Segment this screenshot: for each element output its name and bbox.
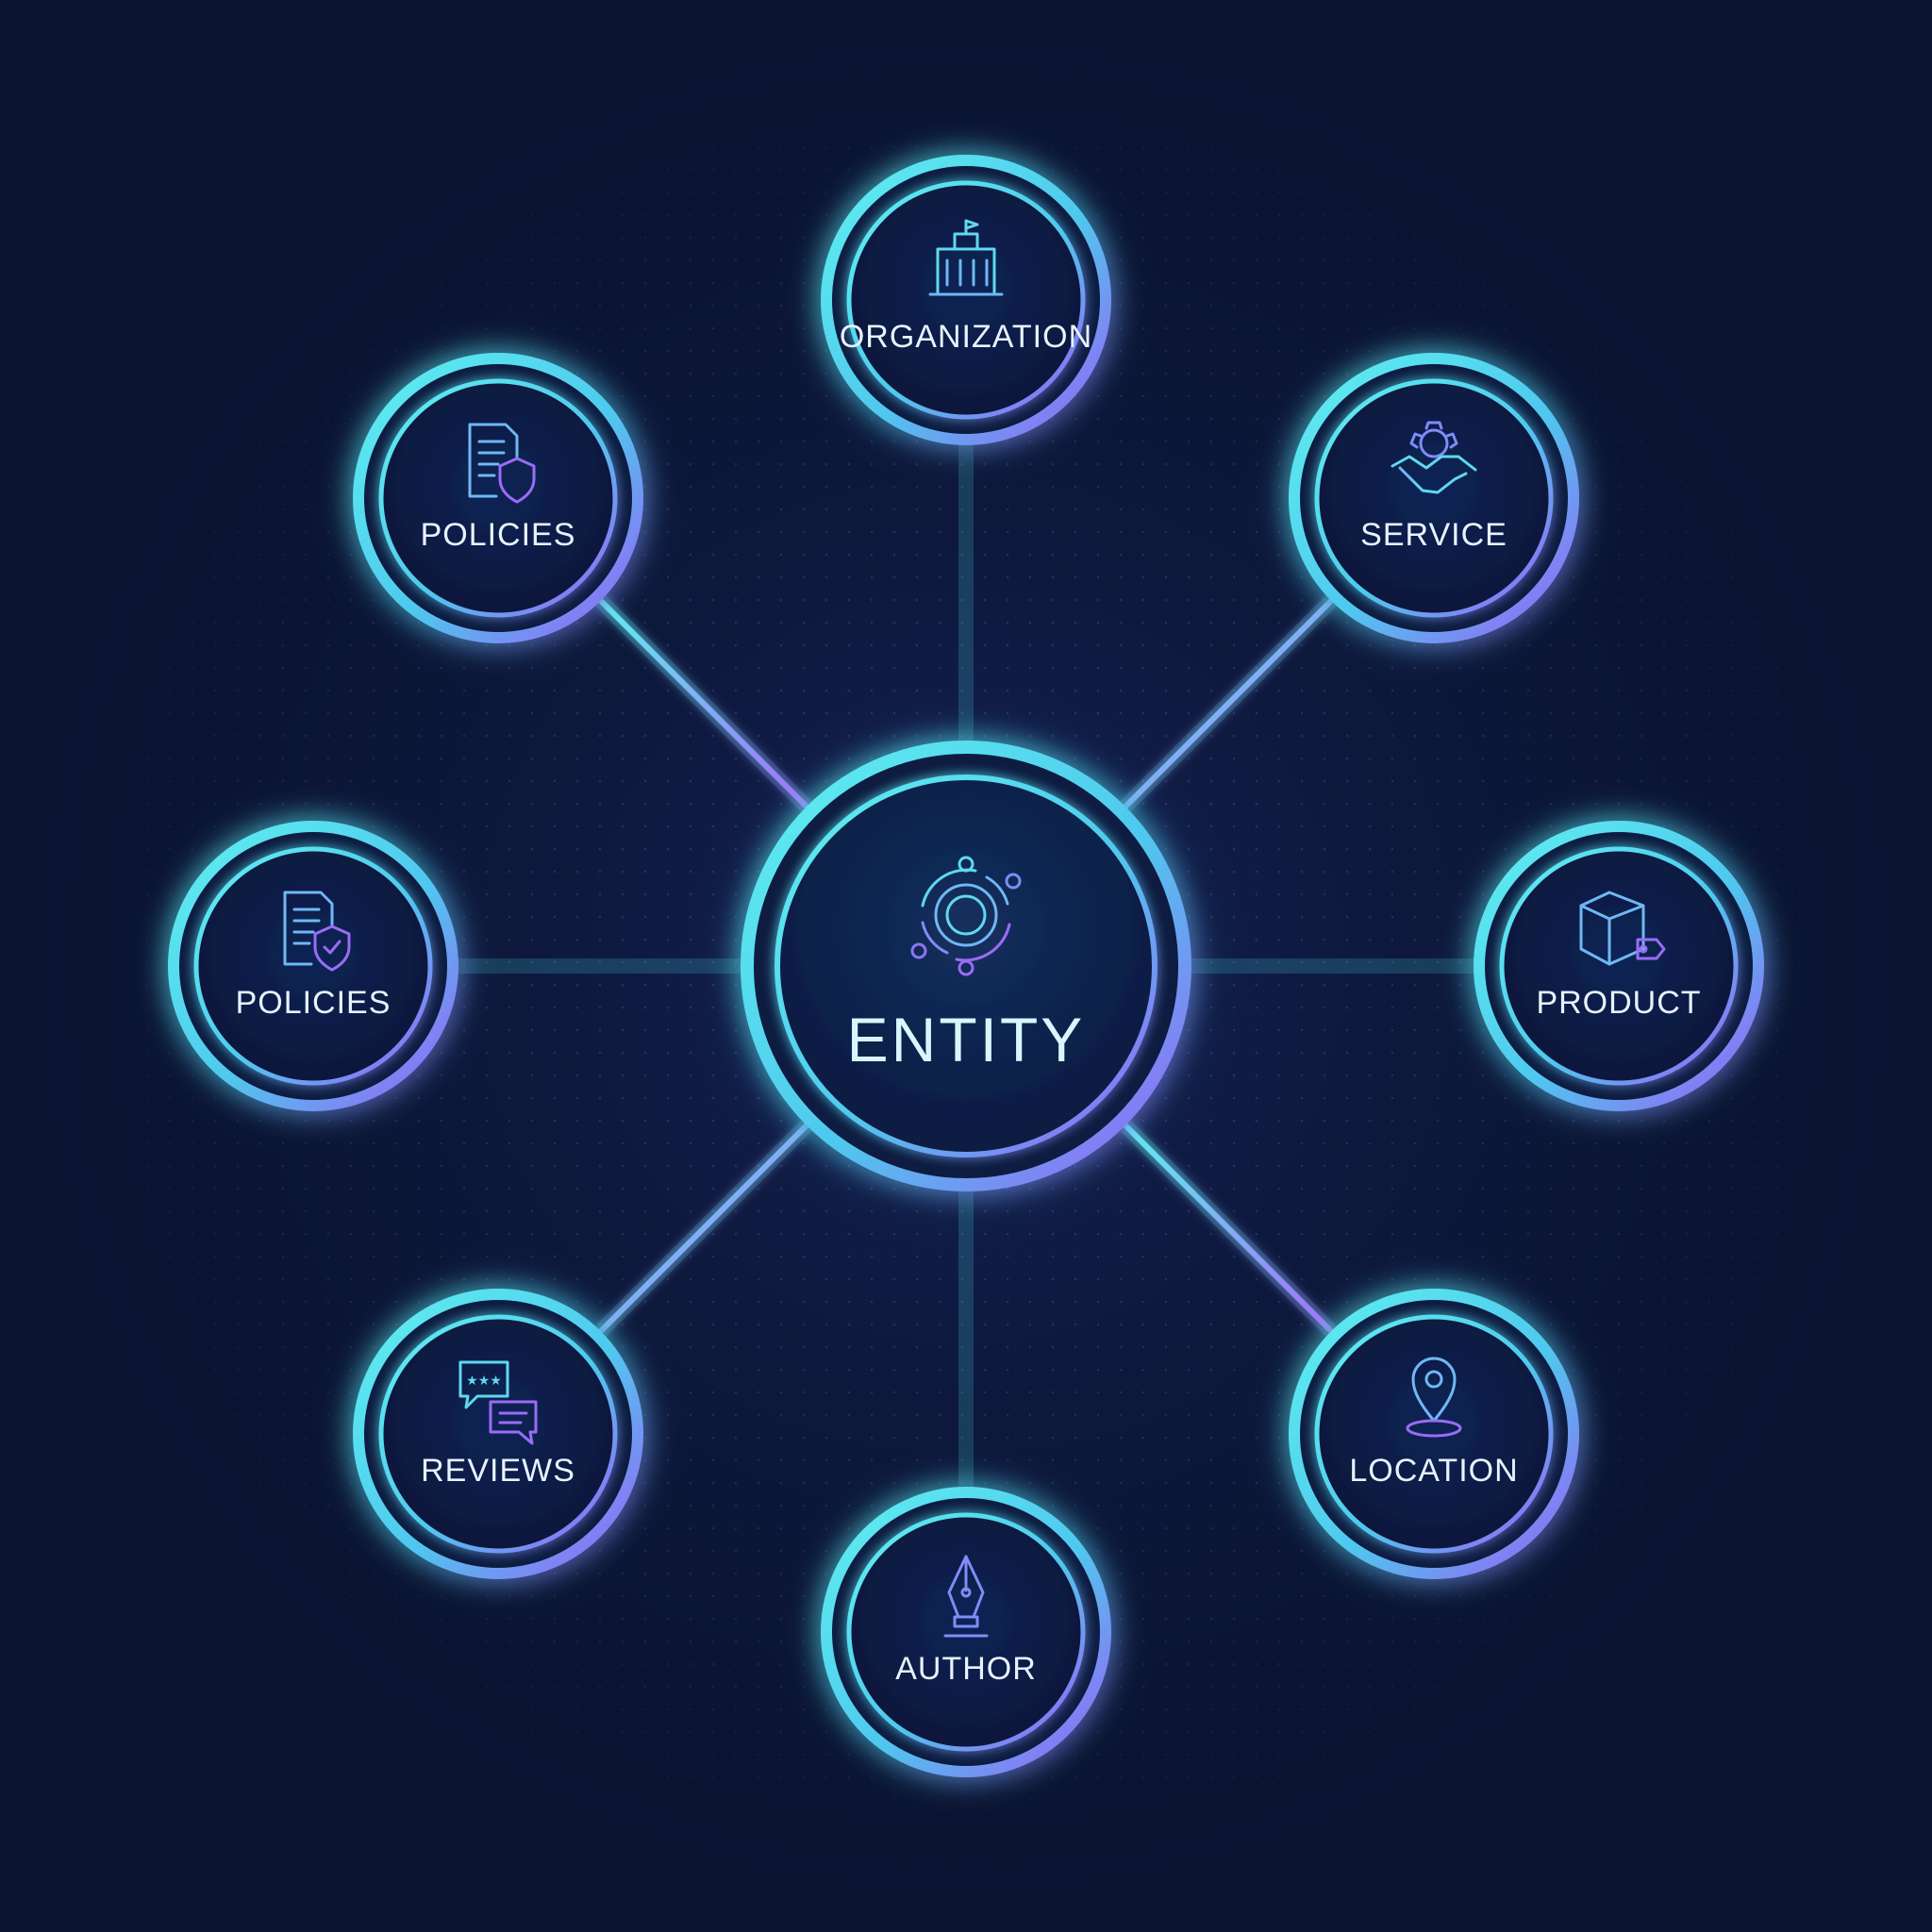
box-tag-icon — [1579, 891, 1666, 966]
document-shield-icon — [468, 423, 536, 504]
node-label-product: PRODUCT — [1536, 985, 1701, 1021]
node-label-location: LOCATION — [1349, 1453, 1518, 1489]
node-author[interactable]: AUTHOR — [821, 1487, 1111, 1777]
node-organization[interactable]: ORGANIZATION — [821, 155, 1111, 445]
map-pin-icon — [1406, 1357, 1462, 1438]
orbit-icon — [910, 856, 1022, 976]
chat-stars-icon: ★★★ — [458, 1360, 538, 1445]
node-label-policies-left: POLICIES — [236, 985, 391, 1021]
node-service[interactable]: SERVICE — [1289, 353, 1579, 643]
node-label-author: AUTHOR — [895, 1651, 1037, 1687]
node-layer: ORGANIZATION SERVICE PRODUCT LOCATION AUTHOR… — [168, 155, 1764, 1777]
node-label-organization: ORGANIZATION — [840, 319, 1092, 355]
node-inner-ring — [378, 1314, 618, 1554]
connector-location — [1120, 1120, 1336, 1336]
node-label-service: SERVICE — [1360, 517, 1507, 553]
node-inner-ring — [193, 846, 433, 1086]
node-inner-ring — [846, 180, 1086, 420]
node-location[interactable]: LOCATION — [1289, 1289, 1579, 1579]
node-product[interactable]: PRODUCT — [1474, 821, 1764, 1111]
node-inner-ring — [846, 1512, 1086, 1752]
hub-label: ENTITY — [847, 1005, 1086, 1074]
node-inner-ring — [378, 378, 618, 618]
connector-reviews — [596, 1120, 812, 1336]
node-reviews[interactable]: ★★★ REVIEWS — [353, 1289, 643, 1579]
document-shield-check-icon — [283, 891, 351, 972]
connector-policies-top-left — [596, 596, 812, 812]
node-inner-ring — [1314, 378, 1554, 618]
hub-inner-ring — [774, 774, 1158, 1158]
node-label-policies-top-left: POLICIES — [421, 517, 576, 553]
node-policies-top-left[interactable]: POLICIES — [353, 353, 643, 643]
svg-text:★★★: ★★★ — [466, 1374, 502, 1389]
building-icon — [928, 219, 1004, 296]
connector-service — [1120, 596, 1336, 812]
hub-node[interactable]: ENTITY — [741, 741, 1191, 1191]
handshake-gear-icon — [1391, 421, 1477, 494]
node-inner-ring — [1314, 1314, 1554, 1554]
connectors — [449, 436, 1483, 1496]
node-policies-left[interactable]: POLICIES — [168, 821, 458, 1111]
pen-nib-icon — [943, 1555, 989, 1638]
node-label-reviews: REVIEWS — [421, 1453, 575, 1489]
node-inner-ring — [1499, 846, 1739, 1086]
